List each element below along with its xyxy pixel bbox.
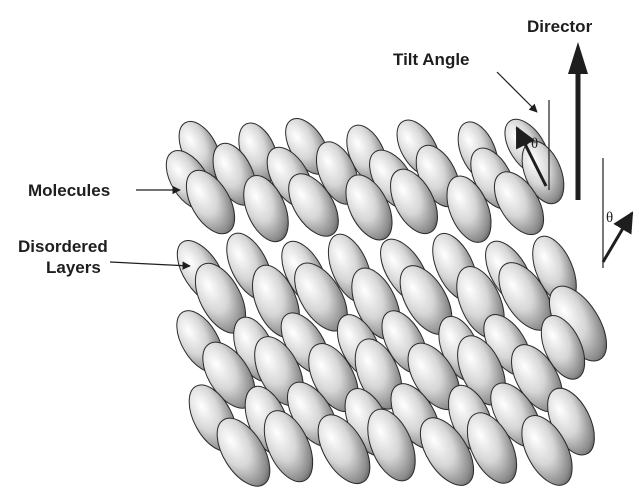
tilt-angle-pointer	[497, 72, 537, 112]
disordered-layers-label-line2: Layers	[46, 257, 101, 278]
tilt-angle-label: Tilt Angle	[393, 49, 470, 70]
director-arrow-head	[568, 42, 588, 74]
theta-symbol-upper: θ	[531, 135, 538, 153]
director-label: Director	[527, 16, 592, 37]
theta-symbol-right: θ	[606, 209, 613, 227]
disordered-layers-label-line1: Disordered	[18, 236, 108, 257]
molecules-label: Molecules	[28, 180, 110, 201]
